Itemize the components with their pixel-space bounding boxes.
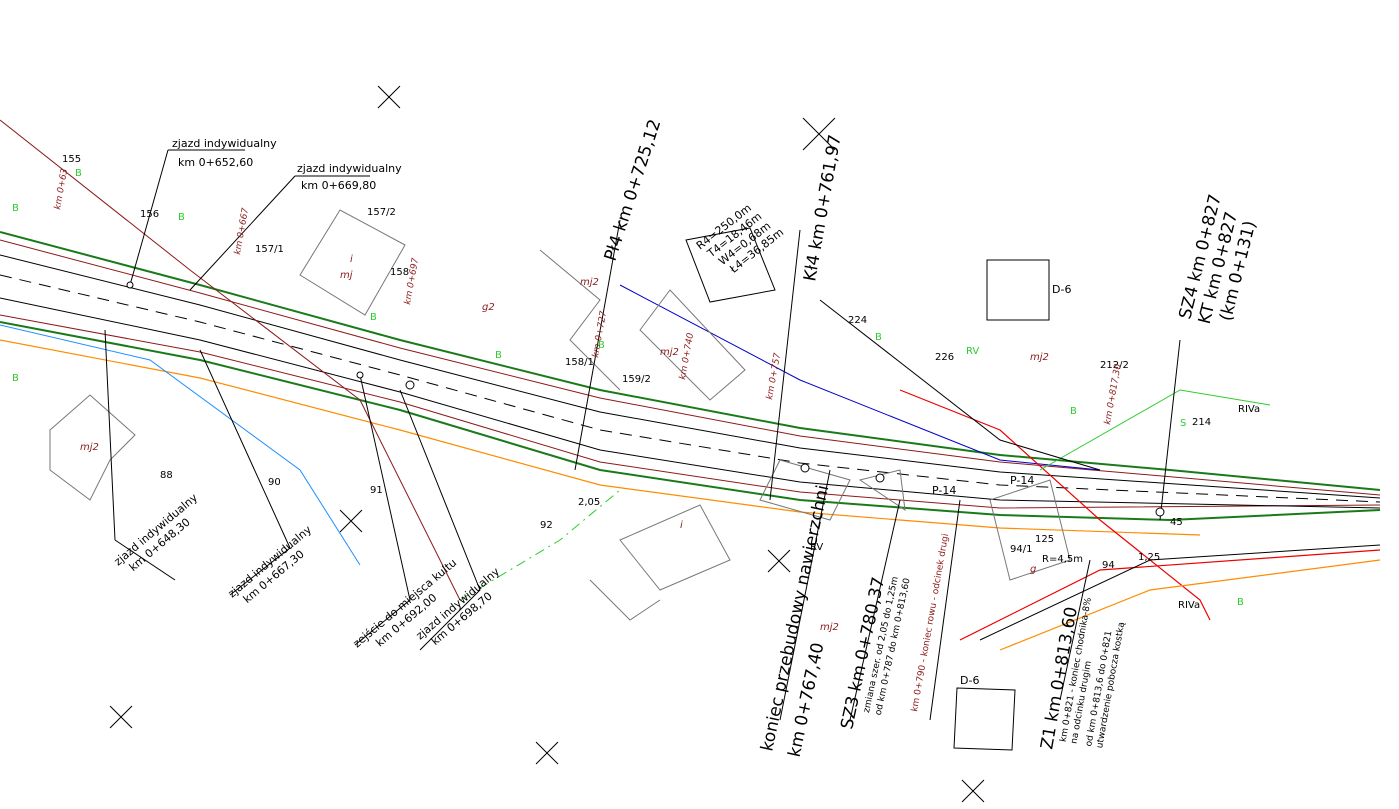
building-labels: mj2 mj2 mj2 mj mj2 mj2 g i i g2: [80, 254, 1049, 633]
sign-boxes: [685, 227, 1050, 751]
sign-d6: D-6: [960, 674, 979, 687]
parcel-number: 158: [390, 267, 409, 278]
land-class: B: [75, 168, 82, 179]
building-label: g2: [482, 302, 495, 313]
parcel-number: 94/1: [1010, 544, 1032, 555]
parcel-number: 45: [1170, 517, 1183, 528]
parcel-number: R=4,5m: [1042, 554, 1083, 565]
driveway-km: km 0+669,80: [301, 179, 376, 192]
building-label: i: [680, 520, 683, 531]
parcel-number: 94: [1102, 560, 1115, 571]
km-mark: km 0+667: [233, 207, 251, 256]
building-label: mj2: [580, 277, 599, 288]
parcel-numbers: 155 156 157/1 157/2 158 158/1 159/2 224 …: [62, 154, 1211, 571]
sign-d6: D-6: [1052, 283, 1071, 296]
land-class: S: [1180, 418, 1186, 429]
sz4-label: SZ4 km 0+827 KT km 0+827 (km 0+131): [1175, 192, 1260, 326]
land-class: B: [875, 332, 882, 343]
parcel-number: 214: [1192, 417, 1211, 428]
parcel-number: 92: [540, 520, 553, 531]
building-label: mj2: [80, 442, 99, 453]
parcel-number: 156: [140, 209, 159, 220]
parcel-number: 2,05: [578, 497, 600, 508]
land-class: B: [495, 350, 502, 361]
land-class: B: [598, 340, 605, 351]
grid-crosses: [109, 85, 985, 803]
sz3-label: SZ3 km 0+780,37 zmiana szer. od 2,05 do …: [837, 575, 912, 731]
z1-label: Z1 km 0+813,60 km 0+821 - koniec chodnik…: [1037, 596, 1127, 750]
km-mark: km 0+63: [53, 168, 70, 211]
driveway-km: km 0+652,60: [178, 156, 253, 169]
land-class-labels: B B B B B B B B B B RV RV RIVa RIVa S: [12, 168, 1260, 611]
road-lines: [0, 119, 1381, 651]
km-mark: km 0+757: [765, 352, 783, 401]
parcel-number: 157/1: [255, 244, 284, 255]
km-mark: km 0+740: [678, 332, 696, 381]
parcel-number: 157/2: [367, 207, 396, 218]
parcel-number: 212/2: [1100, 360, 1129, 371]
land-class: B: [1237, 597, 1244, 608]
parcel-number: 158/1: [565, 357, 594, 368]
km-mark: km 0+697: [403, 257, 421, 306]
curve-params-box: R4=250,0m T4=18,46m W4=0,68m Ł4=36,85m: [694, 201, 786, 276]
land-class: B: [12, 373, 19, 384]
leader-lines: [104, 149, 1181, 721]
survey-points: [126, 281, 1165, 517]
building-label: mj2: [820, 622, 839, 633]
building-label: mj2: [1030, 352, 1049, 363]
parcel-number: 90: [268, 477, 281, 488]
land-class: RIVa: [1178, 600, 1200, 611]
ditch-end-label: km 0+790 - koniec rowu - odcinek drugi: [910, 533, 951, 713]
land-class: B: [12, 203, 19, 214]
parcel-number: 91: [370, 485, 383, 496]
building-outlines: [49, 209, 1071, 621]
building-label: mj2: [660, 347, 679, 358]
sign-p14: P-14: [932, 484, 956, 497]
land-class: RV: [810, 542, 823, 553]
driveway-labels-top: zjazd indywidualny km 0+652,60 zjazd ind…: [172, 137, 402, 192]
parcel-number: 224: [848, 315, 867, 326]
km-mark: km 0+727: [591, 310, 609, 359]
km-mark: km 0+817,30: [1103, 363, 1124, 426]
land-class: B: [370, 312, 377, 323]
land-class: RV: [966, 346, 979, 357]
sign-p14: P-14: [1010, 474, 1034, 487]
parcel-number: 1,25: [1138, 552, 1160, 563]
building-label: g: [1030, 564, 1036, 575]
curve-start-label: Pł4 km 0+725,12: [601, 117, 666, 264]
parcel-number: 226: [935, 352, 954, 363]
building-label: mj: [340, 270, 353, 281]
driveway-labels-bottom: zjazd indywidualny km 0+648,30 zjazd ind…: [112, 491, 503, 651]
land-class: B: [1070, 406, 1077, 417]
parcel-number: 125: [1035, 534, 1054, 545]
land-class: RIVa: [1238, 404, 1260, 415]
parcel-number: 88: [160, 470, 173, 481]
parcel-number: 155: [62, 154, 81, 165]
land-class: B: [178, 212, 185, 223]
driveway-title: zjazd indywidualny: [172, 137, 277, 150]
building-label: i: [350, 254, 353, 265]
curve-end-label: Kł4 km 0+761,97: [800, 133, 845, 283]
driveway-title: zjazd indywidualny: [297, 162, 402, 175]
parcel-number: 159/2: [622, 374, 651, 385]
